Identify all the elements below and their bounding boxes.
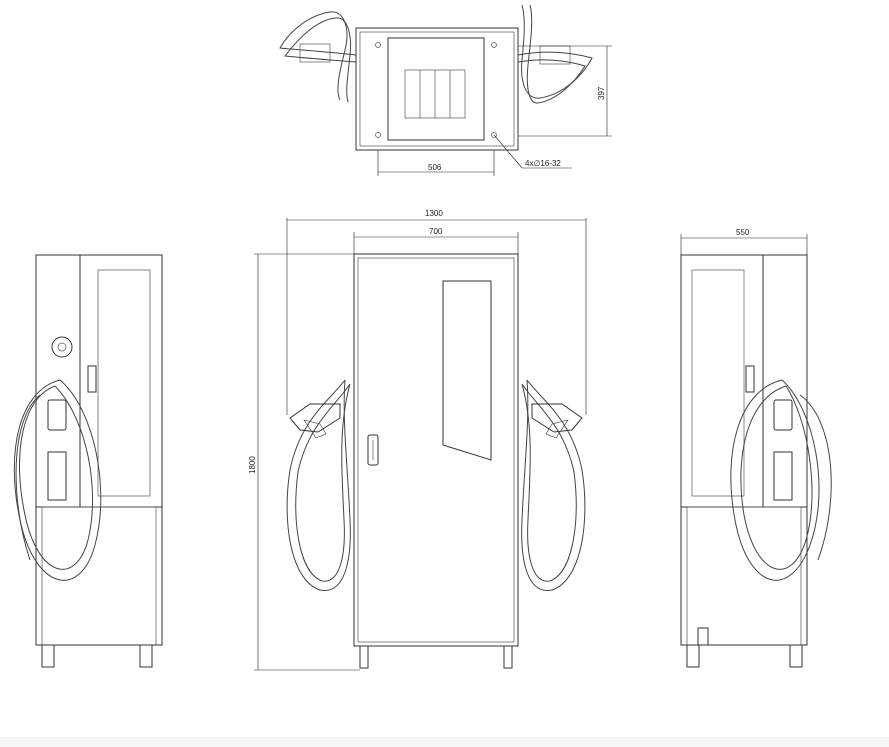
front-view <box>286 253 586 669</box>
front-left-cable <box>286 379 351 591</box>
top-view-right-cable <box>517 4 593 104</box>
side-dimensions <box>680 234 808 255</box>
top-view-left-cable <box>279 11 357 103</box>
right-side-view <box>680 254 832 668</box>
side-depth-label: 550 <box>736 228 750 237</box>
top-width-label: 506 <box>428 163 442 172</box>
top-dimensions <box>377 45 612 176</box>
height-label: 1800 <box>248 456 257 474</box>
overall-width-label: 1300 <box>425 209 443 218</box>
right-side-cable <box>730 379 832 581</box>
front-door-handle <box>367 434 379 466</box>
display-window <box>442 280 492 461</box>
mounting-hole-label: 4x∅16-32 <box>525 159 561 168</box>
front-right-cable <box>521 379 586 591</box>
footer-band <box>0 737 889 747</box>
cabinet-width-label: 700 <box>429 227 443 236</box>
front-dimensions <box>254 218 587 671</box>
top-depth-label: 397 <box>597 86 606 100</box>
emergency-stop-button <box>51 336 73 358</box>
left-side-view <box>13 254 163 668</box>
left-side-cable <box>13 379 102 581</box>
top-view <box>279 4 593 151</box>
